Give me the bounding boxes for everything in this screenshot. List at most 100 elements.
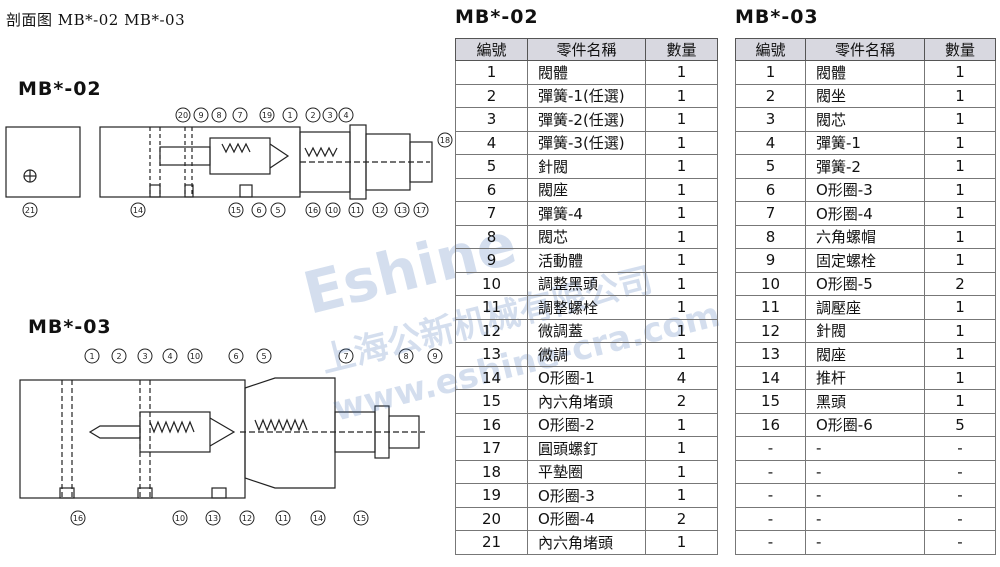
part-quantity: 1: [645, 530, 718, 555]
part-number: 8: [735, 224, 806, 249]
callout-number: 1: [89, 352, 94, 361]
page-title: 剖面图 MB*-02 MB*-03: [6, 11, 186, 29]
callout-circle: [322, 107, 338, 123]
table-row: ---: [735, 436, 996, 461]
callout-number: 7: [343, 352, 348, 361]
part-name: 彈簧-2: [805, 154, 925, 179]
callout-circle: [282, 107, 298, 123]
callout-circle: [22, 202, 38, 218]
header-part-name: 零件名稱: [527, 38, 646, 61]
part-name: 彈簧-4: [527, 201, 646, 226]
callout-number: 6: [256, 206, 261, 215]
callout-circle: [251, 202, 267, 218]
part-name: 調壓座: [805, 295, 925, 320]
part-quantity: 1: [645, 483, 718, 508]
callout-circle: [239, 510, 255, 526]
part-name: 固定螺栓: [805, 248, 925, 273]
callout-number: 7: [237, 111, 242, 120]
part-number: 15: [455, 389, 528, 414]
callout-number: 18: [440, 136, 450, 145]
part-quantity: 1: [645, 83, 718, 108]
callout-circle: [162, 348, 178, 364]
callout-number: 15: [231, 206, 241, 215]
callout-number: 8: [216, 111, 221, 120]
callout-circle: [372, 202, 388, 218]
part-number: 16: [455, 412, 528, 437]
callout-circle: [275, 510, 291, 526]
drawing-03-label: MB*-03: [28, 316, 112, 338]
part-number: 12: [735, 318, 806, 343]
part-quantity: 1: [924, 224, 996, 249]
part-name: 調整螺栓: [527, 295, 646, 320]
part-number: 13: [455, 342, 528, 367]
part-quantity: 1: [924, 365, 996, 390]
callout-circle: [398, 348, 414, 364]
part-name: 六角螺帽: [805, 224, 925, 249]
part-quantity: 1: [645, 436, 718, 461]
part-quantity: 5: [924, 412, 996, 437]
part-name: -: [805, 506, 925, 531]
part-number: 21: [455, 530, 528, 555]
callout-number: 2: [116, 352, 121, 361]
callout-number: 6: [233, 352, 238, 361]
part-name: 彈簧-3(任選): [527, 130, 646, 155]
callout-circle: [394, 202, 410, 218]
callout-circle: [172, 510, 188, 526]
part-quantity: 1: [645, 459, 718, 484]
part-name: 調整黑頭: [527, 271, 646, 296]
part-number: 7: [735, 201, 806, 226]
callout-number: 9: [198, 111, 203, 120]
callout-number: 10: [328, 206, 338, 215]
part-number: 20: [455, 506, 528, 531]
part-number: 15: [735, 389, 806, 414]
part-number: 14: [735, 365, 806, 390]
callout-circle: [338, 348, 354, 364]
part-name: O形圈-3: [527, 483, 646, 508]
callout-circle: [211, 107, 227, 123]
part-number: 17: [455, 436, 528, 461]
part-name: O形圈-4: [805, 201, 925, 226]
part-quantity: 1: [924, 342, 996, 367]
part-name: O形圈-4: [527, 506, 646, 531]
part-number: 16: [735, 412, 806, 437]
part-quantity: 1: [645, 248, 718, 273]
callout-circle: [259, 107, 275, 123]
part-name: 閥體: [805, 60, 925, 85]
part-quantity: 1: [645, 107, 718, 132]
header-quantity: 數量: [924, 38, 996, 61]
part-name: 彈簧-1: [805, 130, 925, 155]
callout-circle: [310, 510, 326, 526]
callout-circle: [137, 348, 153, 364]
part-number: 4: [455, 130, 528, 155]
part-quantity: 4: [645, 365, 718, 390]
part-name: 閥芯: [527, 224, 646, 249]
callout-circle: [353, 510, 369, 526]
callout-number: 20: [178, 111, 188, 120]
callout-number: 14: [313, 514, 323, 523]
callout-number: 13: [208, 514, 218, 523]
callout-circle: [70, 510, 86, 526]
part-number: 13: [735, 342, 806, 367]
part-name: 閥坐: [805, 83, 925, 108]
part-number: 1: [455, 60, 528, 85]
header-part-name: 零件名稱: [805, 38, 925, 61]
callout-circle: [228, 202, 244, 218]
callout-circle: [205, 510, 221, 526]
part-number: 7: [455, 201, 528, 226]
part-name: 圓頭螺釘: [527, 436, 646, 461]
